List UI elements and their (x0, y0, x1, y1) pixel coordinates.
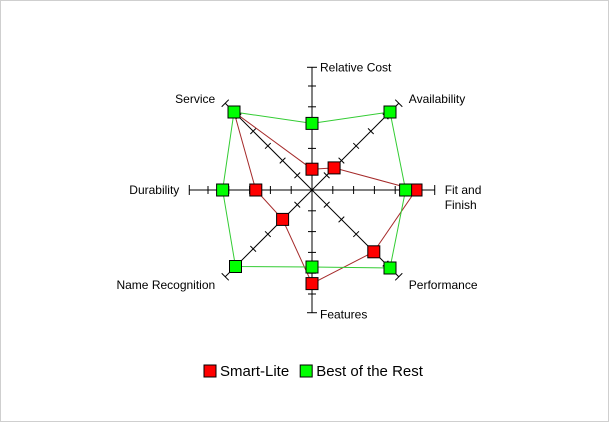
axis-tick (352, 142, 360, 150)
axis-tick (279, 157, 286, 164)
axis-tick (338, 216, 345, 223)
marker-best-of-the-rest-name-recognition (229, 260, 242, 273)
axis-label-name-recognition: Name Recognition (116, 278, 215, 292)
axis-tick (338, 157, 345, 164)
marker-smart-lite-relative-cost (305, 162, 319, 176)
axis-tick (352, 230, 360, 238)
axis-label-performance: Performance (409, 278, 478, 292)
legend-swatch-best-of-the-rest (299, 364, 313, 378)
series-layer (216, 105, 423, 291)
legend-label-best-of-the-rest: Best of the Rest (316, 363, 424, 380)
marker-smart-lite-features (305, 277, 319, 291)
axis-end-cap (394, 99, 403, 108)
marker-smart-lite-performance (367, 245, 381, 259)
axis-tick (294, 201, 301, 208)
marker-best-of-the-rest-durability (216, 183, 230, 197)
marker-best-of-the-rest-service (227, 105, 241, 119)
axis-end-cap (221, 99, 230, 108)
marker-smart-lite-availability (327, 161, 341, 175)
axis-label-availability: Availability (409, 92, 465, 106)
legend-label-smart-lite: Smart-Lite (220, 363, 289, 380)
marker-smart-lite-name-recognition (276, 212, 290, 226)
axis-tick (264, 230, 272, 238)
marker-best-of-the-rest-fit-and-finish (399, 183, 413, 197)
marker-best-of-the-rest-availability (383, 105, 397, 119)
axis-tick (367, 127, 375, 135)
axis-label-service: Service (175, 92, 215, 106)
axis-tick (249, 127, 257, 135)
marker-best-of-the-rest-features (305, 260, 319, 274)
marker-best-of-the-rest-relative-cost (305, 116, 319, 130)
axis-tick (294, 172, 301, 179)
axis-label-durability: Durability (129, 183, 179, 197)
legend-swatch-smart-lite (203, 364, 217, 378)
legend: Smart-Lite Best of the Rest (203, 363, 424, 380)
series-line-smart-lite (233, 110, 417, 285)
axis-end-cap (221, 272, 230, 281)
axis-label-features: Features (320, 308, 367, 322)
axis-tick (249, 245, 257, 253)
marker-best-of-the-rest-performance (383, 261, 397, 275)
axis-tick (323, 201, 330, 208)
axis-end-cap (394, 272, 403, 281)
axis-tick (323, 172, 330, 179)
marker-smart-lite-durability (249, 183, 263, 197)
axis-label-relative-cost: Relative Cost (320, 60, 392, 74)
axis-tick (264, 142, 272, 150)
